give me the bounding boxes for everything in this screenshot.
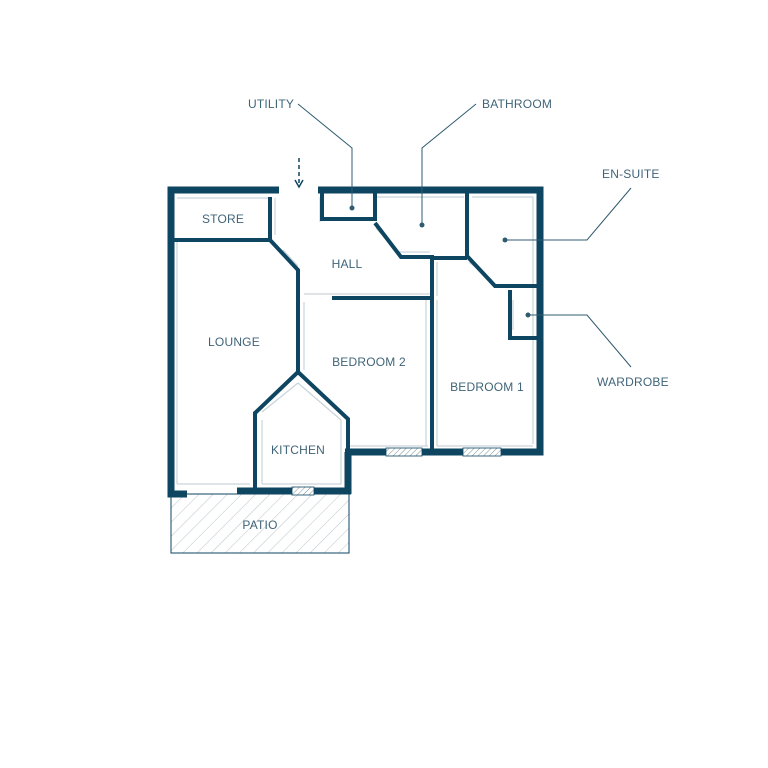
room-label-hall: HALL <box>332 257 363 271</box>
patio-area <box>170 493 350 554</box>
callout-leaders <box>297 103 632 368</box>
room-label-bedroom1: BEDROOM 1 <box>450 380 524 394</box>
room-label-kitchen: KITCHEN <box>271 443 325 457</box>
callout-label-utility: UTILITY <box>248 97 294 111</box>
entrance-arrow-icon <box>294 158 304 189</box>
room-label-bedroom2: BEDROOM 2 <box>332 355 406 369</box>
interior-walls <box>171 190 540 489</box>
window-bedroom1 <box>462 447 502 457</box>
callout-label-wardrobe: WARDROBE <box>597 375 669 389</box>
interior-faces <box>176 196 534 485</box>
window-kitchen <box>291 486 315 496</box>
exterior-walls <box>167 186 544 498</box>
callout-label-bathroom: BATHROOM <box>482 97 552 111</box>
room-label-store: STORE <box>202 212 244 226</box>
callout-label-ensuite: EN-SUITE <box>602 167 660 181</box>
window-bedroom2 <box>385 447 423 457</box>
room-label-lounge: LOUNGE <box>208 335 260 349</box>
room-label-patio: PATIO <box>242 518 277 532</box>
